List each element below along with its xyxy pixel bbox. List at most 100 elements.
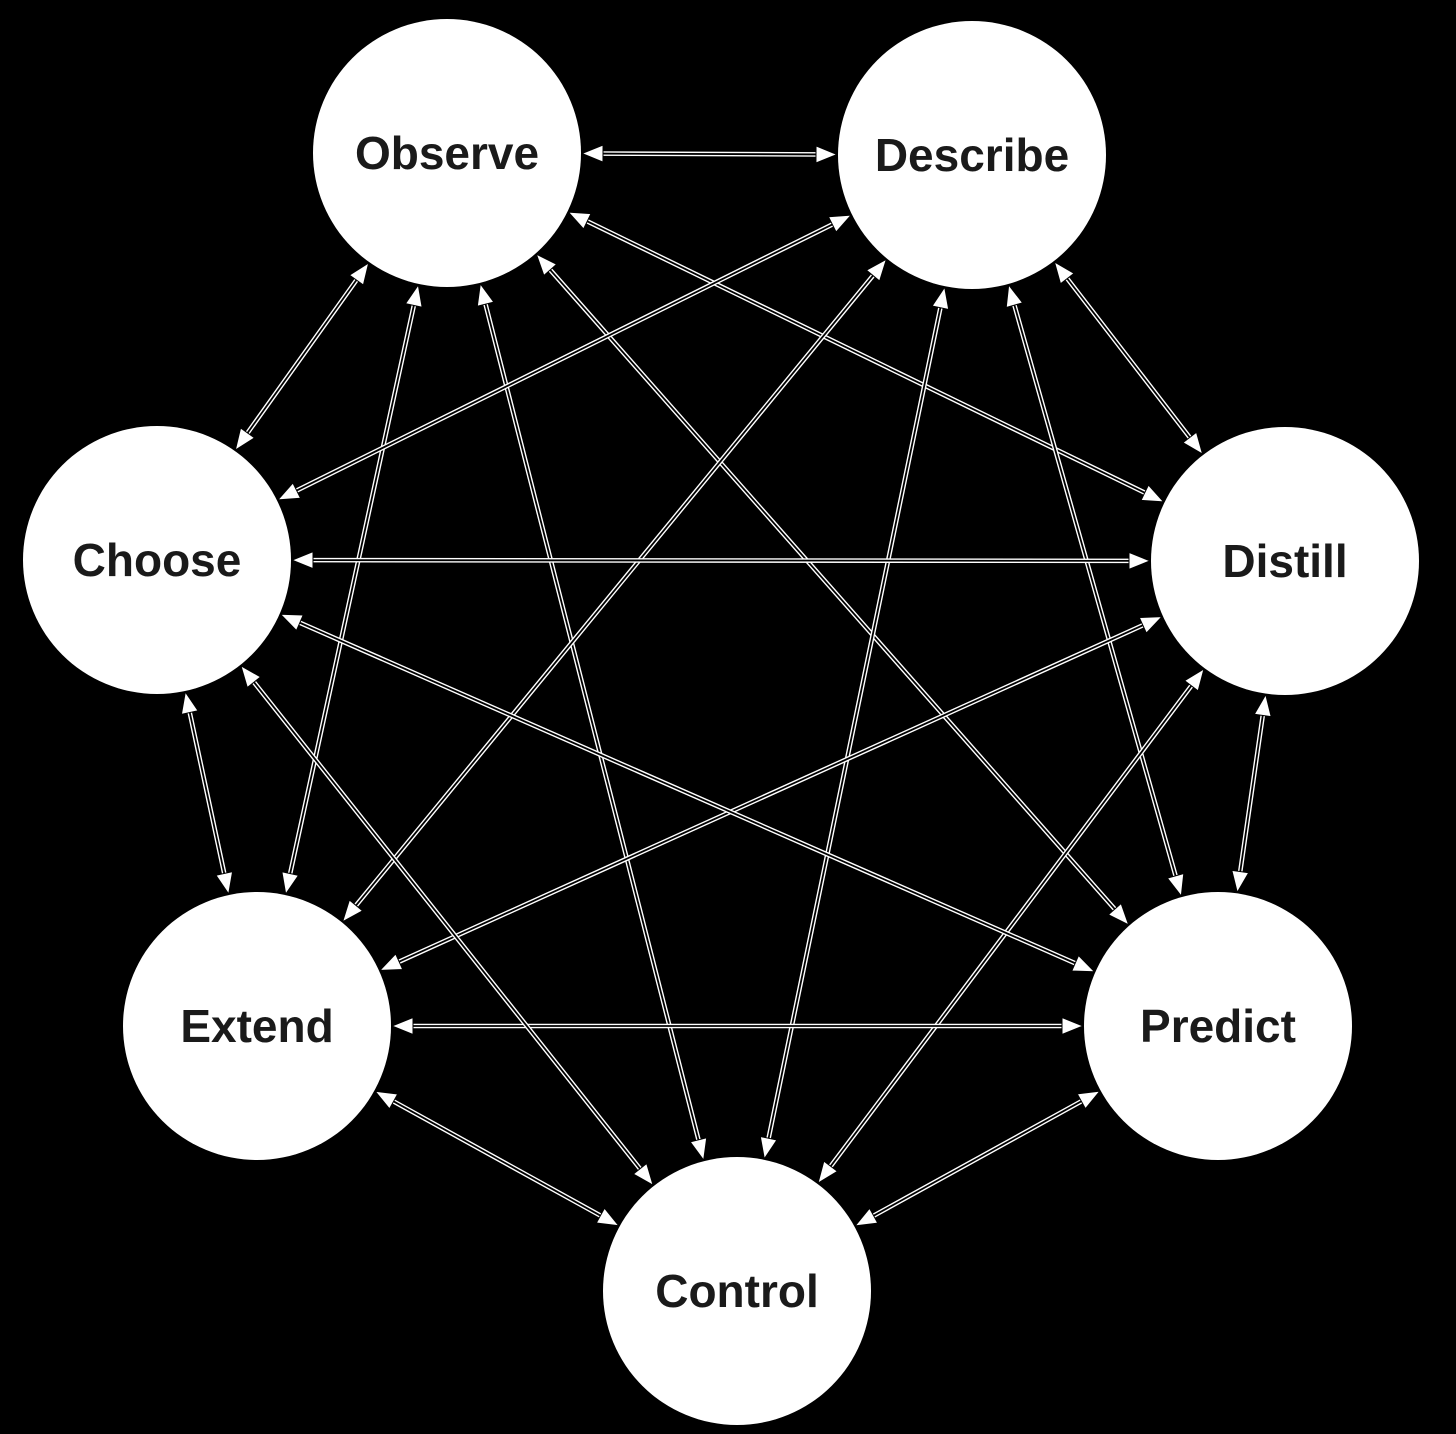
arrowhead-into-control [689, 1137, 708, 1162]
edge-shaft-core [1012, 301, 1178, 880]
arrowhead-into-observe [535, 253, 558, 277]
arrowhead-into-predict [1076, 1090, 1101, 1110]
edge-shaft-core [766, 303, 943, 1143]
arrowhead-into-predict [1061, 1016, 1085, 1036]
edge-describe-distill [1062, 273, 1195, 443]
edge-describe-predict [1011, 298, 1179, 883]
node-describe: Describe [838, 21, 1106, 289]
node-choose: Choose [23, 426, 291, 694]
edges-layer [186, 151, 1266, 1220]
edge-shaft-core [598, 152, 821, 156]
edge-observe-choose [242, 274, 362, 439]
arrowhead-into-observe [580, 144, 604, 163]
edge-shaft-core [292, 221, 837, 494]
arrowhead-into-describe [1053, 260, 1075, 285]
node-control: Control [603, 1157, 871, 1425]
edge-observe-extend [287, 299, 417, 880]
arrowhead-into-control [854, 1207, 879, 1227]
arrowhead-into-distill [1138, 616, 1164, 634]
edge-shaft-core [395, 622, 1147, 965]
arrowhead-into-choose [276, 482, 302, 501]
node-predict: Predict [1084, 892, 1352, 1160]
node-circle-describe [838, 21, 1106, 289]
arrowhead-into-distill [1253, 693, 1272, 718]
arrowhead-into-extend [378, 953, 404, 971]
node-circle-extend [123, 892, 391, 1160]
edge-shaft-core [546, 266, 1119, 913]
arrowhead-into-describe [865, 258, 888, 282]
node-observe: Observe [313, 19, 581, 287]
node-label-distill: Distill [1222, 535, 1347, 587]
edge-shaft-core [1064, 274, 1193, 442]
edge-observe-describe [596, 151, 823, 157]
arrowhead-into-describe [931, 285, 950, 311]
arrowhead-into-observe [476, 282, 495, 307]
node-label-extend: Extend [180, 1000, 333, 1052]
arrowhead-into-predict [1166, 872, 1185, 898]
edge-shaft-core [352, 271, 877, 910]
arrowhead-into-observe [348, 261, 370, 286]
node-label-observe: Observe [355, 127, 539, 179]
arrowhead-into-describe [815, 145, 839, 164]
arrowhead-into-control [759, 1135, 778, 1161]
arrowhead-into-extend [281, 871, 300, 896]
node-circle-predict [1084, 892, 1352, 1160]
arrowhead-into-distill [1128, 551, 1152, 571]
edge-shaft-core [827, 682, 1195, 1170]
edge-control-choose [249, 676, 645, 1175]
node-extend: Extend [123, 892, 391, 1160]
node-label-control: Control [655, 1265, 819, 1317]
edge-shaft-core [1238, 711, 1265, 876]
node-circle-control [603, 1157, 871, 1425]
edge-describe-extend [351, 270, 878, 911]
edge-observe-predict [545, 264, 1120, 915]
node-distill: Distill [1151, 427, 1419, 695]
arrowhead-into-control [595, 1207, 620, 1227]
arrowhead-into-choose [290, 550, 314, 570]
edge-observe-control [482, 297, 702, 1147]
node-circle-distill [1151, 427, 1419, 695]
arrowhead-into-describe [1005, 283, 1024, 309]
edge-shaft-core [288, 301, 416, 878]
arrowhead-into-choose [279, 613, 305, 632]
edge-shaft-core [250, 678, 644, 1173]
edge-distill-predict [1237, 709, 1266, 878]
node-label-describe: Describe [875, 129, 1069, 181]
arrowhead-into-predict [1231, 869, 1250, 894]
edge-extend-choose [186, 706, 228, 880]
edge-shaft-core [389, 1098, 605, 1219]
arrowhead-into-predict [1070, 954, 1096, 973]
arrowhead-into-distill [1140, 484, 1165, 503]
edge-predict-choose [293, 618, 1082, 968]
edge-shaft-core [244, 276, 360, 437]
edge-describe-control [765, 301, 944, 1145]
arrowhead-into-extend [374, 1090, 399, 1110]
arrowheads-layer [180, 144, 1272, 1227]
arrowhead-into-predict [1107, 902, 1130, 926]
arrowhead-into-control [632, 1162, 654, 1187]
node-circle-choose [23, 426, 291, 694]
arrowhead-into-observe [567, 211, 592, 230]
edge-observe-distill [581, 217, 1151, 497]
arrowhead-into-choose [180, 690, 199, 715]
arrowhead-into-extend [215, 871, 234, 896]
arrowhead-into-control [817, 1160, 839, 1185]
edge-predict-control [867, 1097, 1088, 1220]
arrowhead-into-describe [827, 214, 853, 233]
edge-distill-extend [393, 621, 1149, 966]
edge-distill-choose [306, 557, 1136, 564]
node-circle-observe [313, 19, 581, 287]
edge-control-extend [387, 1097, 607, 1220]
edge-shaft-core [188, 708, 226, 878]
arrowhead-into-extend [390, 1016, 414, 1036]
arrowhead-into-distill [1183, 667, 1205, 692]
node-label-predict: Predict [1140, 1000, 1296, 1052]
arrowhead-into-observe [404, 283, 423, 308]
edge-shaft-core [308, 559, 1134, 562]
node-label-choose: Choose [73, 534, 242, 586]
edge-shaft-core [483, 300, 701, 1144]
edge-shaft-core [295, 620, 1080, 966]
